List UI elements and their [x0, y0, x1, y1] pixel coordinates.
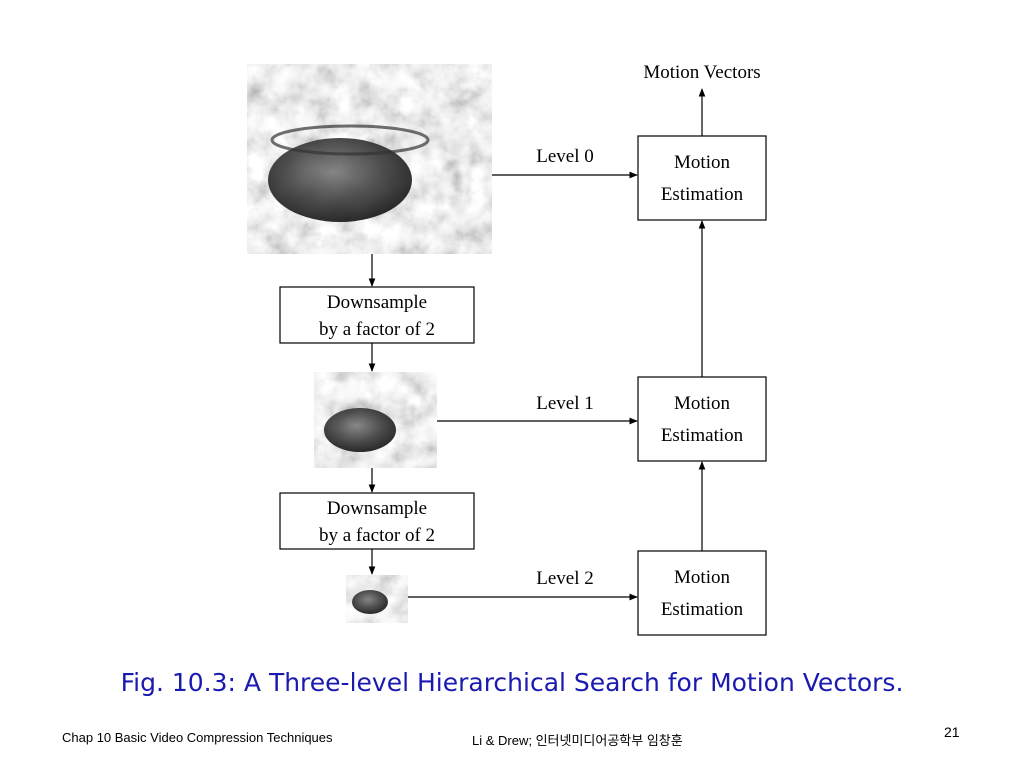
- downsample-box-2: Downsample by a factor of 2: [279, 492, 475, 550]
- level-0-label: Level 0: [536, 146, 594, 167]
- downsample-box-1: Downsample by a factor of 2: [279, 286, 475, 344]
- motion-estimation-box-level-1: Motion Estimation: [637, 376, 767, 462]
- level-0-image: [247, 64, 492, 254]
- svg-text:Estimation: Estimation: [661, 599, 744, 620]
- level-1-image: [314, 372, 437, 468]
- level-1-label: Level 1: [536, 393, 594, 414]
- svg-text:Motion: Motion: [674, 393, 730, 414]
- motion-estimation-box-level-2: Motion Estimation: [637, 550, 767, 636]
- footer-authors: Li & Drew; 인터넷미디어공학부 임창훈: [472, 733, 683, 748]
- figure-caption: Fig. 10.3: A Three-level Hierarchical Se…: [120, 668, 904, 697]
- svg-text:Motion: Motion: [674, 567, 730, 588]
- level-2-image: [346, 575, 408, 623]
- hierarchical-search-diagram: Downsample by a factor of 2 Downsample b…: [247, 62, 767, 636]
- downsample-2-line1: Downsample: [327, 498, 427, 519]
- level-2-label: Level 2: [536, 568, 594, 589]
- svg-text:Estimation: Estimation: [661, 425, 744, 446]
- downsample-1-line2: by a factor of 2: [319, 319, 435, 340]
- svg-text:Estimation: Estimation: [661, 184, 744, 205]
- page-number: 21: [944, 724, 960, 740]
- output-label: Motion Vectors: [643, 62, 760, 83]
- svg-text:Motion: Motion: [674, 152, 730, 173]
- footer-chapter: Chap 10 Basic Video Compression Techniqu…: [62, 730, 333, 745]
- downsample-1-line1: Downsample: [327, 292, 427, 313]
- motion-estimation-box-level-0: Motion Estimation: [637, 135, 767, 221]
- downsample-2-line2: by a factor of 2: [319, 525, 435, 546]
